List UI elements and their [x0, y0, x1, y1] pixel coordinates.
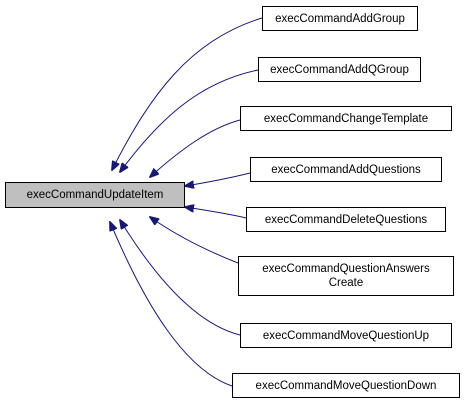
caller-node-exec-command-question-answers-create[interactable]: execCommandQuestionAnswers Create — [238, 256, 454, 296]
caller-node-exec-command-add-qgroup[interactable]: execCommandAddQGroup — [258, 57, 421, 82]
caller-node-exec-command-move-question-up[interactable]: execCommandMoveQuestionUp — [240, 323, 452, 348]
caller-node-exec-command-move-question-down[interactable]: execCommandMoveQuestionDown — [232, 373, 460, 398]
caller-node-exec-command-delete-questions[interactable]: execCommandDeleteQuestions — [246, 207, 446, 232]
edge-delete-questions — [185, 207, 247, 219]
edge-add-group — [112, 17, 263, 170]
caller-node-exec-command-add-group[interactable]: execCommandAddGroup — [262, 6, 418, 31]
edge-question-answers-create — [150, 217, 239, 264]
edge-move-question-down — [110, 222, 233, 387]
edge-change-template — [150, 119, 241, 177]
edge-move-question-up — [120, 220, 241, 336]
edge-add-qgroup — [120, 69, 259, 172]
edge-add-questions — [185, 172, 251, 186]
caller-node-exec-command-change-template[interactable]: execCommandChangeTemplate — [240, 106, 452, 131]
caller-node-exec-command-add-questions[interactable]: execCommandAddQuestions — [250, 157, 442, 182]
focus-node-exec-command-update-item: execCommandUpdateItem — [5, 182, 185, 208]
